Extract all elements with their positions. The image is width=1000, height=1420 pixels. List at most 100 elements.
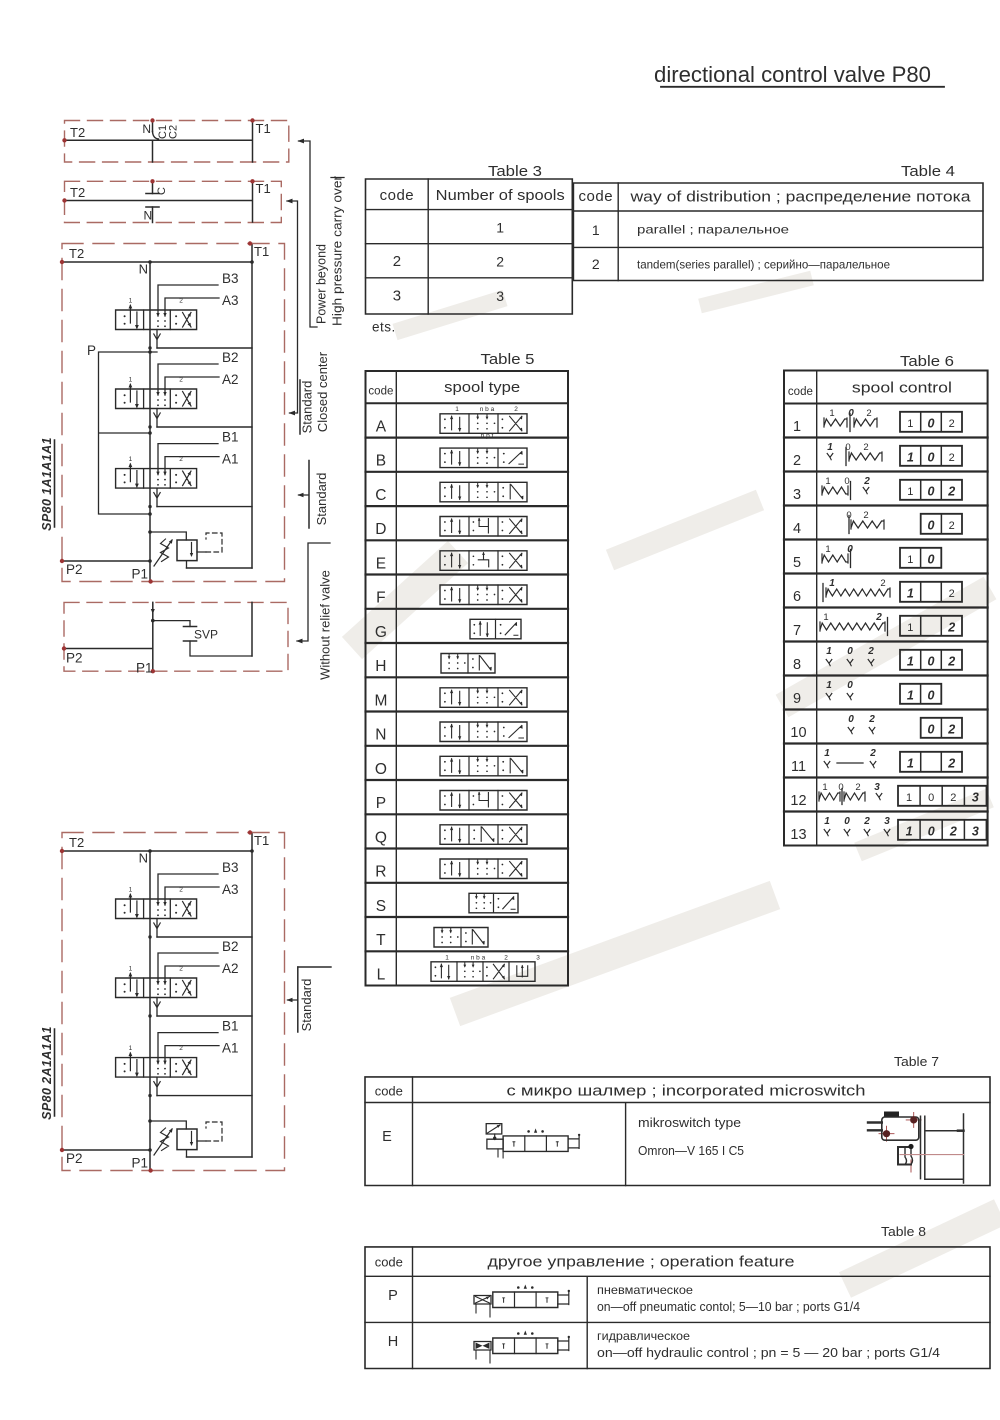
svg-text:2: 2	[868, 714, 875, 725]
svg-text:C: C	[156, 187, 168, 195]
svg-text:0: 0	[928, 654, 935, 668]
svg-text:code: code	[380, 187, 415, 204]
svg-text:code: code	[375, 1084, 403, 1099]
svg-text:T1: T1	[254, 244, 269, 259]
svg-text:0: 0	[844, 816, 850, 827]
svg-text:Standard: Standard	[300, 381, 315, 434]
svg-text:2: 2	[504, 954, 508, 961]
svg-text:P1: P1	[136, 661, 153, 676]
svg-text:2: 2	[393, 253, 401, 270]
svg-text:2: 2	[949, 520, 955, 532]
svg-text:F: F	[376, 590, 385, 607]
svg-text:1: 1	[129, 887, 133, 894]
svg-text:0: 0	[928, 416, 935, 430]
svg-text:ets.: ets.	[372, 320, 396, 335]
svg-text:0: 0	[847, 680, 853, 691]
svg-text:SP80 1A1A1A1: SP80 1A1A1A1	[40, 437, 54, 531]
svg-text:H: H	[388, 1334, 398, 1350]
svg-text:2: 2	[947, 620, 955, 634]
svg-text:2: 2	[179, 377, 183, 384]
svg-text:Table 5: Table 5	[481, 352, 535, 368]
svg-text:Q: Q	[375, 829, 387, 846]
svg-text:0: 0	[846, 510, 851, 521]
svg-text:mikroswitch type: mikroswitch type	[638, 1116, 741, 1130]
svg-text:1: 1	[793, 419, 801, 435]
svg-text:3: 3	[972, 824, 979, 838]
svg-text:0: 0	[838, 782, 843, 793]
svg-text:Power beyond: Power beyond	[314, 244, 329, 324]
svg-text:8: 8	[793, 657, 801, 673]
svg-text:0: 0	[928, 722, 935, 736]
svg-text:3: 3	[884, 816, 890, 827]
svg-text:0: 0	[928, 484, 935, 498]
svg-text:n b a: n b a	[480, 406, 495, 413]
svg-text:Omron—V 165 I C5: Omron—V 165 I C5	[638, 1144, 744, 1158]
svg-text:1: 1	[907, 688, 914, 702]
svg-text:P: P	[376, 795, 386, 812]
svg-text:2: 2	[863, 816, 870, 827]
svg-text:B: B	[376, 453, 386, 470]
svg-text:9: 9	[793, 691, 801, 707]
svg-text:T2: T2	[70, 185, 85, 200]
svg-text:1: 1	[129, 377, 133, 384]
svg-text:пневматическое: пневматическое	[597, 1283, 693, 1297]
svg-text:T1: T1	[256, 121, 271, 136]
svg-text:code: code	[368, 386, 393, 398]
svg-text:1: 1	[825, 544, 830, 555]
svg-text:2: 2	[863, 476, 870, 487]
svg-text:7: 7	[793, 623, 801, 639]
svg-text:B1: B1	[222, 1019, 239, 1034]
svg-text:B2: B2	[222, 939, 239, 954]
svg-text:2: 2	[514, 406, 518, 413]
svg-text:T1: T1	[254, 833, 269, 848]
svg-text:Number of spools: Number of spools	[436, 187, 565, 204]
svg-text:2: 2	[875, 612, 882, 623]
svg-text:1: 1	[455, 406, 459, 413]
svg-text:13: 13	[790, 827, 806, 843]
svg-text:4: 4	[793, 521, 801, 537]
svg-text:2: 2	[863, 510, 868, 521]
svg-text:Standard: Standard	[314, 473, 329, 526]
svg-text:2: 2	[947, 756, 955, 770]
svg-text:C2: C2	[168, 125, 180, 139]
svg-text:0: 0	[928, 792, 934, 804]
svg-text:Table 7: Table 7	[894, 1055, 939, 1069]
svg-text:SVP: SVP	[194, 628, 218, 642]
svg-text:0: 0	[928, 518, 935, 532]
svg-text:1: 1	[129, 456, 133, 463]
svg-text:2: 2	[949, 452, 955, 464]
svg-text:1: 1	[907, 756, 914, 770]
svg-text:P1: P1	[131, 1156, 148, 1171]
svg-text:0: 0	[928, 450, 935, 464]
svg-text:2: 2	[863, 442, 868, 453]
svg-text:12: 12	[790, 793, 806, 809]
svg-text:R: R	[375, 864, 386, 881]
svg-text:A: A	[376, 418, 387, 435]
svg-text:N: N	[139, 851, 148, 866]
svg-text:0: 0	[928, 688, 935, 702]
svg-text:2: 2	[947, 654, 955, 668]
svg-text:parallel ; паралельное: parallel ; паралельное	[637, 223, 789, 237]
svg-text:другое управление ; operation: другое управление ; operation feature	[488, 1254, 795, 1271]
svg-text:2: 2	[179, 1045, 183, 1052]
svg-text:spool type: spool type	[444, 379, 520, 396]
svg-text:N: N	[375, 727, 386, 744]
svg-text:code: code	[375, 1255, 403, 1270]
svg-text:1: 1	[445, 954, 449, 961]
svg-text:1: 1	[907, 586, 914, 600]
svg-text:1: 1	[826, 646, 832, 657]
svg-text:M: M	[374, 692, 387, 709]
svg-text:1: 1	[825, 476, 830, 487]
svg-text:3: 3	[874, 782, 880, 793]
svg-text:A1: A1	[222, 452, 239, 467]
svg-text:E: E	[382, 1129, 392, 1145]
svg-text:2: 2	[949, 418, 955, 430]
svg-text:2: 2	[179, 966, 183, 973]
svg-text:2: 2	[947, 722, 955, 736]
svg-text:1: 1	[907, 622, 913, 634]
svg-text:2: 2	[496, 254, 504, 270]
svg-text:O: O	[375, 761, 387, 778]
svg-text:3: 3	[536, 954, 540, 961]
svg-text:1: 1	[907, 418, 913, 430]
svg-text:1: 1	[129, 966, 133, 973]
